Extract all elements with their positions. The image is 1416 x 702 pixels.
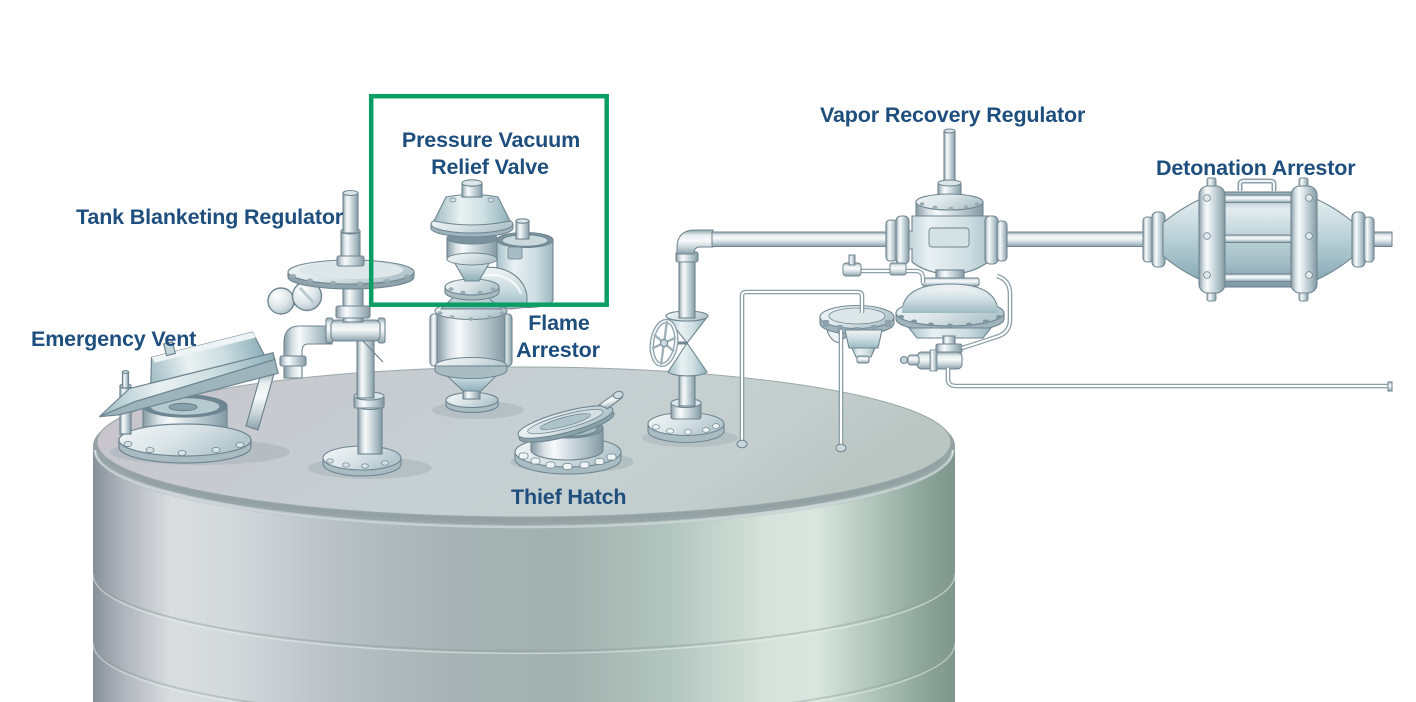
label-flame-arrestor-line2: Arrestor bbox=[516, 338, 600, 362]
labels: Emergency Vent Tank Blanketing Regulator… bbox=[31, 103, 1356, 509]
label-thief-hatch: Thief Hatch bbox=[511, 485, 626, 509]
label-detonation-arrestor: Detonation Arrestor bbox=[1156, 156, 1356, 180]
emergency-vent bbox=[98, 331, 279, 464]
label-pvrv-line1: Pressure Vacuum bbox=[402, 128, 580, 152]
label-vapor-recovery-regulator: Vapor Recovery Regulator bbox=[820, 103, 1086, 127]
detonation-arrestor bbox=[1142, 177, 1375, 302]
label-tank-blanketing-regulator: Tank Blanketing Regulator bbox=[76, 205, 344, 229]
label-pvrv-line2: Relief Valve bbox=[431, 155, 549, 179]
vapor-line-gate-valve bbox=[647, 229, 725, 444]
sense-tubing bbox=[736, 254, 1393, 453]
tank-blanketing-regulator bbox=[267, 189, 415, 477]
vapor-recovery-regulator bbox=[885, 128, 1008, 372]
label-emergency-vent: Emergency Vent bbox=[31, 327, 196, 351]
pressure-vacuum-relief-valve bbox=[430, 179, 554, 310]
thief-hatch bbox=[514, 390, 624, 475]
label-flame-arrestor-line1: Flame bbox=[528, 311, 590, 335]
highlight-box-pressure-vacuum-relief-valve bbox=[368, 93, 609, 307]
pilot-regulator bbox=[819, 304, 895, 364]
